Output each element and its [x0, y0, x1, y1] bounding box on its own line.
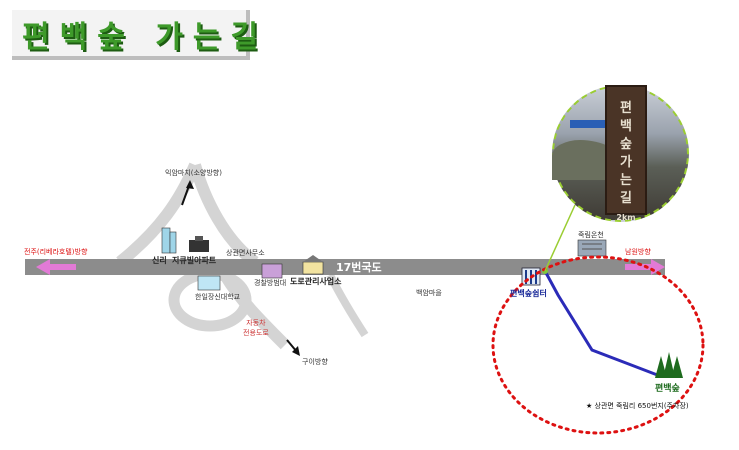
place-office: 상관면사무소 [226, 249, 265, 257]
jukrim-icon [577, 239, 607, 257]
arrow-west [36, 259, 76, 275]
place-sinri: 신리 [152, 256, 167, 265]
photo-sign-post [605, 85, 647, 215]
road-office-icon [302, 255, 324, 275]
photo-distance: 2km [616, 213, 636, 222]
title-banner [12, 10, 250, 60]
direction-south: 구이방향 [302, 358, 328, 366]
road-expressway [219, 271, 290, 350]
place-school: 한일장신대학교 [195, 293, 241, 301]
place-road-office: 도로관리사업소 [290, 277, 342, 286]
route-line [543, 270, 661, 378]
photo-sign-text: 편백숲가는길 2km [611, 100, 641, 227]
road-village [326, 273, 369, 338]
direction-north: 익암마치(소양방향) [165, 169, 222, 177]
office-icon [189, 236, 209, 252]
forest-icon [655, 352, 683, 378]
road-north-east [189, 163, 259, 267]
highway-label: 17번국도 [336, 261, 382, 274]
place-village: 백암마을 [416, 289, 442, 297]
place-police: 경찰방범대 [254, 279, 287, 287]
photo-leader-line [544, 204, 576, 272]
direction-west: 전주(리베라호텔)방향 [24, 248, 88, 256]
police-icon [261, 263, 283, 279]
photo-sign-label: 편백숲가는길 [620, 101, 632, 206]
map-title: 편백숲 가는길 [22, 20, 269, 55]
place-address: ★ 상관면 죽림리 650번지(주차장) [586, 402, 689, 410]
highlight-circle [491, 255, 705, 435]
place-apartment: 지큐빌아파트 [172, 256, 217, 265]
place-forest: 편백숲 [655, 384, 680, 394]
photo-blue-sign [570, 120, 608, 128]
highway-17 [25, 259, 665, 275]
road-north-west [116, 162, 201, 267]
direction-east: 남원방향 [625, 248, 651, 256]
place-expressway: 자동차 전용도로 [243, 319, 269, 337]
place-trailhead: 편백숲쉼터 [510, 289, 547, 298]
place-jukrim: 죽림온천 [578, 231, 604, 239]
school-icon [197, 275, 221, 291]
apartment-icon [161, 227, 177, 254]
